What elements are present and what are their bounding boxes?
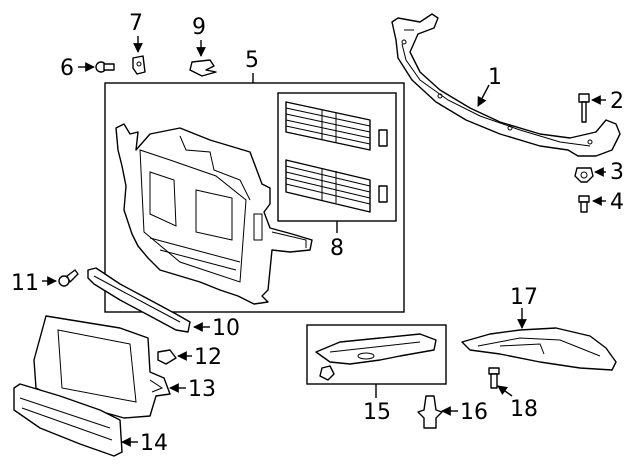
callout-9: 9: [192, 15, 206, 40]
part-10-reinforcement[interactable]: [87, 267, 191, 333]
part-2-bolt[interactable]: [578, 93, 590, 123]
part-1-upper-tie-bar[interactable]: [391, 13, 621, 157]
part-9-flat-clip[interactable]: [189, 59, 217, 77]
part-6-screw[interactable]: [95, 61, 115, 73]
callout-8: 8: [330, 236, 344, 261]
callout-15: 15: [363, 400, 391, 425]
callout-7: 7: [129, 11, 143, 36]
part-16-push-pin[interactable]: [417, 395, 443, 429]
assembly-15-box: [306, 324, 447, 398]
callout-17: 17: [510, 285, 538, 310]
callout-11: 11: [11, 271, 39, 296]
part-8-active-grille-shutters[interactable]: [285, 101, 388, 213]
callout-18: 18: [510, 397, 538, 422]
part-4-clip[interactable]: [578, 195, 590, 213]
part-11-bolt[interactable]: [58, 269, 79, 287]
part-14-lower-deflector[interactable]: [13, 383, 123, 457]
callout-14: 14: [140, 431, 168, 456]
callout-1: 1: [488, 65, 502, 90]
callout-6: 6: [60, 56, 74, 81]
callout-10: 10: [212, 316, 240, 341]
part-12-clip[interactable]: [157, 349, 177, 365]
part-5-radiator-support[interactable]: [115, 123, 313, 305]
assembly-5-box: [104, 73, 405, 313]
part-8-shutter-box: [277, 92, 397, 233]
part-15-splash-shield[interactable]: [315, 333, 437, 381]
callout-13: 13: [188, 377, 216, 402]
part-17-under-cover[interactable]: [461, 327, 617, 371]
part-13-air-deflector[interactable]: [33, 315, 171, 419]
callout-3: 3: [610, 160, 624, 185]
callout-16: 16: [460, 400, 488, 425]
callout-4: 4: [610, 190, 624, 215]
part-7-bracket[interactable]: [132, 55, 146, 75]
part-18-bolt[interactable]: [488, 367, 500, 389]
callout-2: 2: [610, 89, 624, 114]
part-3-nut[interactable]: [574, 167, 594, 183]
callout-5: 5: [245, 48, 259, 73]
callout-12: 12: [194, 345, 222, 370]
